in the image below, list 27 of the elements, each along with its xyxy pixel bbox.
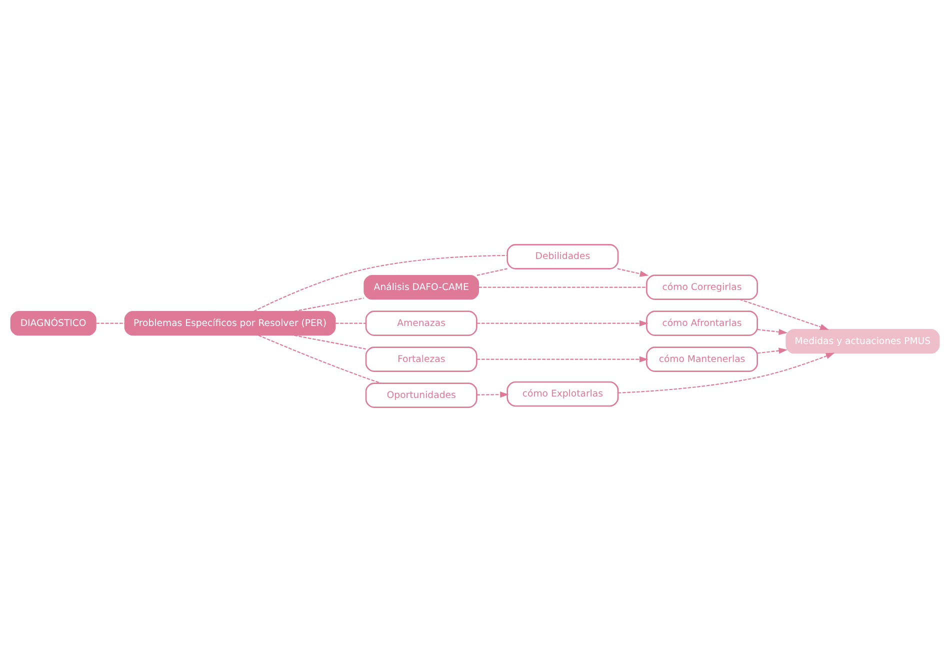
- node-box: Fortalezas: [365, 346, 478, 372]
- connector: [476, 268, 508, 276]
- node-box: Debilidades: [506, 244, 619, 270]
- connector: [254, 254, 508, 312]
- node-box: Amenazas: [365, 310, 478, 336]
- connector: [478, 286, 647, 288]
- node-box: cómo Mantenerlas: [646, 346, 758, 372]
- arrow: [757, 348, 788, 354]
- arrow: [618, 352, 835, 394]
- connector: [96, 322, 124, 324]
- node-box: Análisis DAFO-CAME: [364, 275, 479, 300]
- node-box: DIAGNÓSTICO: [10, 311, 96, 336]
- arrow: [617, 268, 649, 277]
- node-box: cómo Afrontarlas: [646, 310, 758, 336]
- connector: [294, 298, 364, 312]
- arrow: [476, 356, 648, 362]
- arrow: [476, 392, 509, 398]
- node-box: cómo Explotarlas: [506, 381, 619, 407]
- connector: [294, 334, 366, 350]
- node-box: Problemas Específicos por Resolver (PER): [124, 311, 336, 336]
- node-box: Medidas y actuaciones PMUS: [786, 329, 940, 354]
- arrow: [757, 328, 788, 335]
- node-box: Oportunidades: [365, 382, 478, 408]
- node-box: cómo Corregirlas: [646, 274, 758, 300]
- connector: [335, 322, 366, 324]
- arrow: [739, 298, 829, 330]
- arrow: [476, 320, 648, 326]
